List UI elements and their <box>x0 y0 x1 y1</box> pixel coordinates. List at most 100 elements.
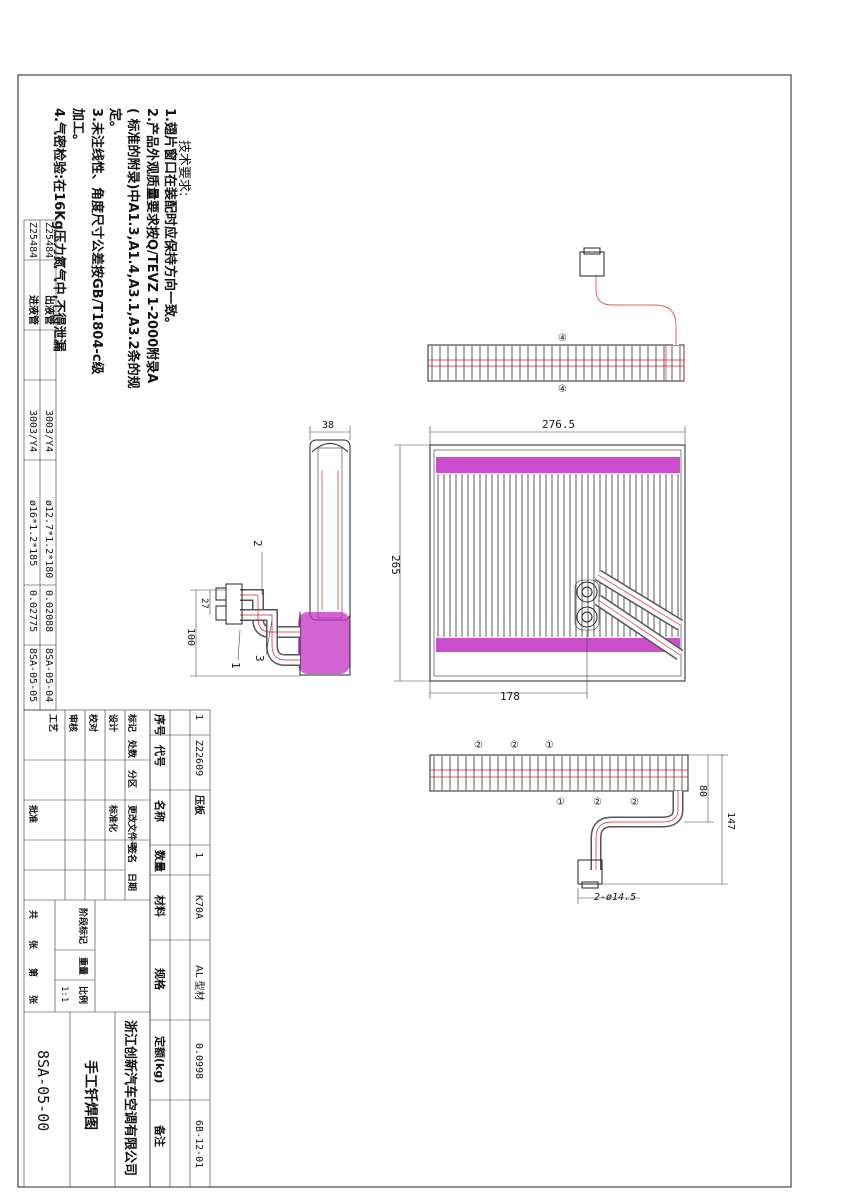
top-fitting <box>579 251 605 277</box>
marker-bottom-u1: ② <box>474 740 483 751</box>
tech-item-3: ( 标准的附录)中A1.3,A1.4,A3.1,A3.2条的规 <box>125 108 141 389</box>
sig-mark: 标记 <box>126 713 138 732</box>
hdr-qty: 数量 <box>153 850 167 872</box>
main-qty: 1 <box>193 852 204 858</box>
part-1-weight: 0.02088 <box>43 590 54 632</box>
hdr-material: 材料 <box>153 895 167 917</box>
title-block: 序号 代号 名称 数量 材料 规格 定额(kg) 备注 1 Z22609 压板 … <box>23 709 211 1188</box>
top-view-fins <box>431 346 681 380</box>
tech-title: 技术要求: <box>176 140 191 196</box>
callout-1: 1 <box>229 662 242 669</box>
dim-bottom-short: 80 <box>697 785 708 797</box>
front-view: 276.5 265 178 <box>389 418 686 703</box>
stage-label: 阶段标记 <box>77 908 89 944</box>
hdr-weight: 定额(kg) <box>153 1036 167 1083</box>
role-design: 设计 <box>107 714 119 732</box>
role-approve: 批准 <box>27 805 39 823</box>
tech-item-2: 2.产品外观质量要求按Q/TEVZ 1-2000附录A <box>144 108 160 383</box>
side-view: 38 100 27 1 2 3 <box>185 420 351 677</box>
bottom-view: ② ② ① ① ② ② 80 147 2-ø14.5 <box>429 740 736 904</box>
part-2-material: 3003/Y4 <box>27 410 38 452</box>
hdr-name: 名称 <box>153 800 167 822</box>
part-2-note: 8SA-05-05 <box>27 648 38 702</box>
dim-core-width: 276.5 <box>542 418 575 431</box>
part-1-name: 出液管 <box>43 295 56 325</box>
part-2-spec: ø16*1.2*185 <box>27 500 38 566</box>
part-2-weight: 0.02775 <box>27 590 38 632</box>
scale-value: 1:1 <box>59 986 69 1002</box>
tech-items: 1.翅片窗口在装配时应保持方向一致。 2.产品外观质量要求按Q/TEVZ 1-2… <box>51 107 178 389</box>
part-1-code: Z25484 <box>43 222 54 258</box>
sheet-total: 共 <box>27 910 39 919</box>
drawing-number: 8SA-05-00 <box>34 1050 52 1131</box>
part-1-spec: ø12.7*1.2*180 <box>43 500 54 578</box>
part-1-note: 8SA-05-04 <box>43 648 54 702</box>
weight-label: 重量 <box>77 957 89 975</box>
top-view: ④ ④ <box>427 247 685 395</box>
dim-holes: 2-ø14.5 <box>594 892 636 903</box>
inlet-fitting <box>576 581 598 603</box>
role-standard: 标准化 <box>107 804 119 832</box>
hdr-spec: 规格 <box>153 968 167 991</box>
part-2-name: 进液管 <box>27 295 40 325</box>
bottom-view-fins <box>433 756 683 790</box>
main-spec: AL 型材 <box>193 965 206 1001</box>
drawing-title: 手工钎焊图 <box>82 1060 99 1130</box>
dim-depth: 38 <box>322 420 334 431</box>
role-check: 校对 <box>87 714 99 732</box>
part-2-code: Z25484 <box>27 222 38 258</box>
sig-date: 日期 <box>126 873 138 891</box>
tech-requirements: 技术要求: <box>176 140 191 196</box>
tech-item-1: 1.翅片窗口在装配时应保持方向一致。 <box>162 108 178 330</box>
marker-bottom-u3: ① <box>545 740 554 751</box>
dim-pipe-offset: 178 <box>500 690 520 703</box>
role-process: 工艺 <box>47 714 59 732</box>
marker-bottom-l1: ① <box>556 797 565 808</box>
dim-side-height: 100 <box>185 628 196 646</box>
part-1-material: 3003/Y4 <box>43 410 54 452</box>
tech-item-5: 3.未注线性、角度尺寸公差按GB/T1804-c级 <box>89 108 105 375</box>
tech-item-6: 加工。 <box>70 107 85 147</box>
sig-zone: 分区 <box>126 770 138 788</box>
marker-bottom-l3: ② <box>630 797 639 808</box>
dim-bottom-long: 147 <box>725 812 736 830</box>
marker-top-2: ④ <box>558 384 567 395</box>
sheet-index: 第 <box>27 968 39 977</box>
tech-item-7: 4.气密检验:在16Kg压力氮气中,不得泄漏 <box>51 108 67 352</box>
top-header-highlight <box>436 457 680 473</box>
main-no: 1 <box>193 714 204 720</box>
callout-2: 2 <box>251 540 264 547</box>
sheet-index-unit: 张 <box>27 995 39 1005</box>
main-material: K70A <box>193 895 204 919</box>
main-name: 压板 <box>193 795 206 816</box>
main-code: Z22609 <box>193 740 204 776</box>
side-fitting-block <box>225 583 243 625</box>
hdr-note: 备注 <box>153 1124 167 1147</box>
marker-bottom-l2: ② <box>593 797 602 808</box>
dim-core-height: 265 <box>389 555 402 575</box>
tech-item-4: 定。 <box>107 107 123 134</box>
role-review: 审核 <box>67 714 79 732</box>
scale-label: 比例 <box>77 986 89 1004</box>
hdr-code: 代号 <box>153 744 167 767</box>
core-outline <box>429 444 686 682</box>
sig-count: 处数 <box>126 739 138 759</box>
main-weight: 0.0998 <box>193 1043 204 1079</box>
bottom-header-highlight <box>436 638 680 652</box>
dim-side-small: 27 <box>199 598 209 609</box>
parts-list: Z25484 进液管 3003/Y4 ø16*1.2*185 0.02775 8… <box>23 219 57 711</box>
sheet-total-unit: 张 <box>27 940 39 950</box>
sig-doc: 更改文件号 <box>126 805 138 850</box>
outlet-fitting <box>576 606 598 628</box>
drawing-frame <box>17 74 792 1188</box>
bottom-fitting <box>577 859 603 885</box>
company-name: 浙江创新汽车空调有限公司 <box>122 1020 138 1176</box>
side-core <box>309 439 351 621</box>
marker-bottom-u2: ② <box>510 740 519 751</box>
main-note: 6B-12-01 <box>193 1120 204 1168</box>
marker-top-1: ④ <box>558 333 567 344</box>
sig-sign: 签名 <box>126 844 138 863</box>
side-header-highlight <box>298 612 350 674</box>
callout-3: 3 <box>253 655 266 662</box>
